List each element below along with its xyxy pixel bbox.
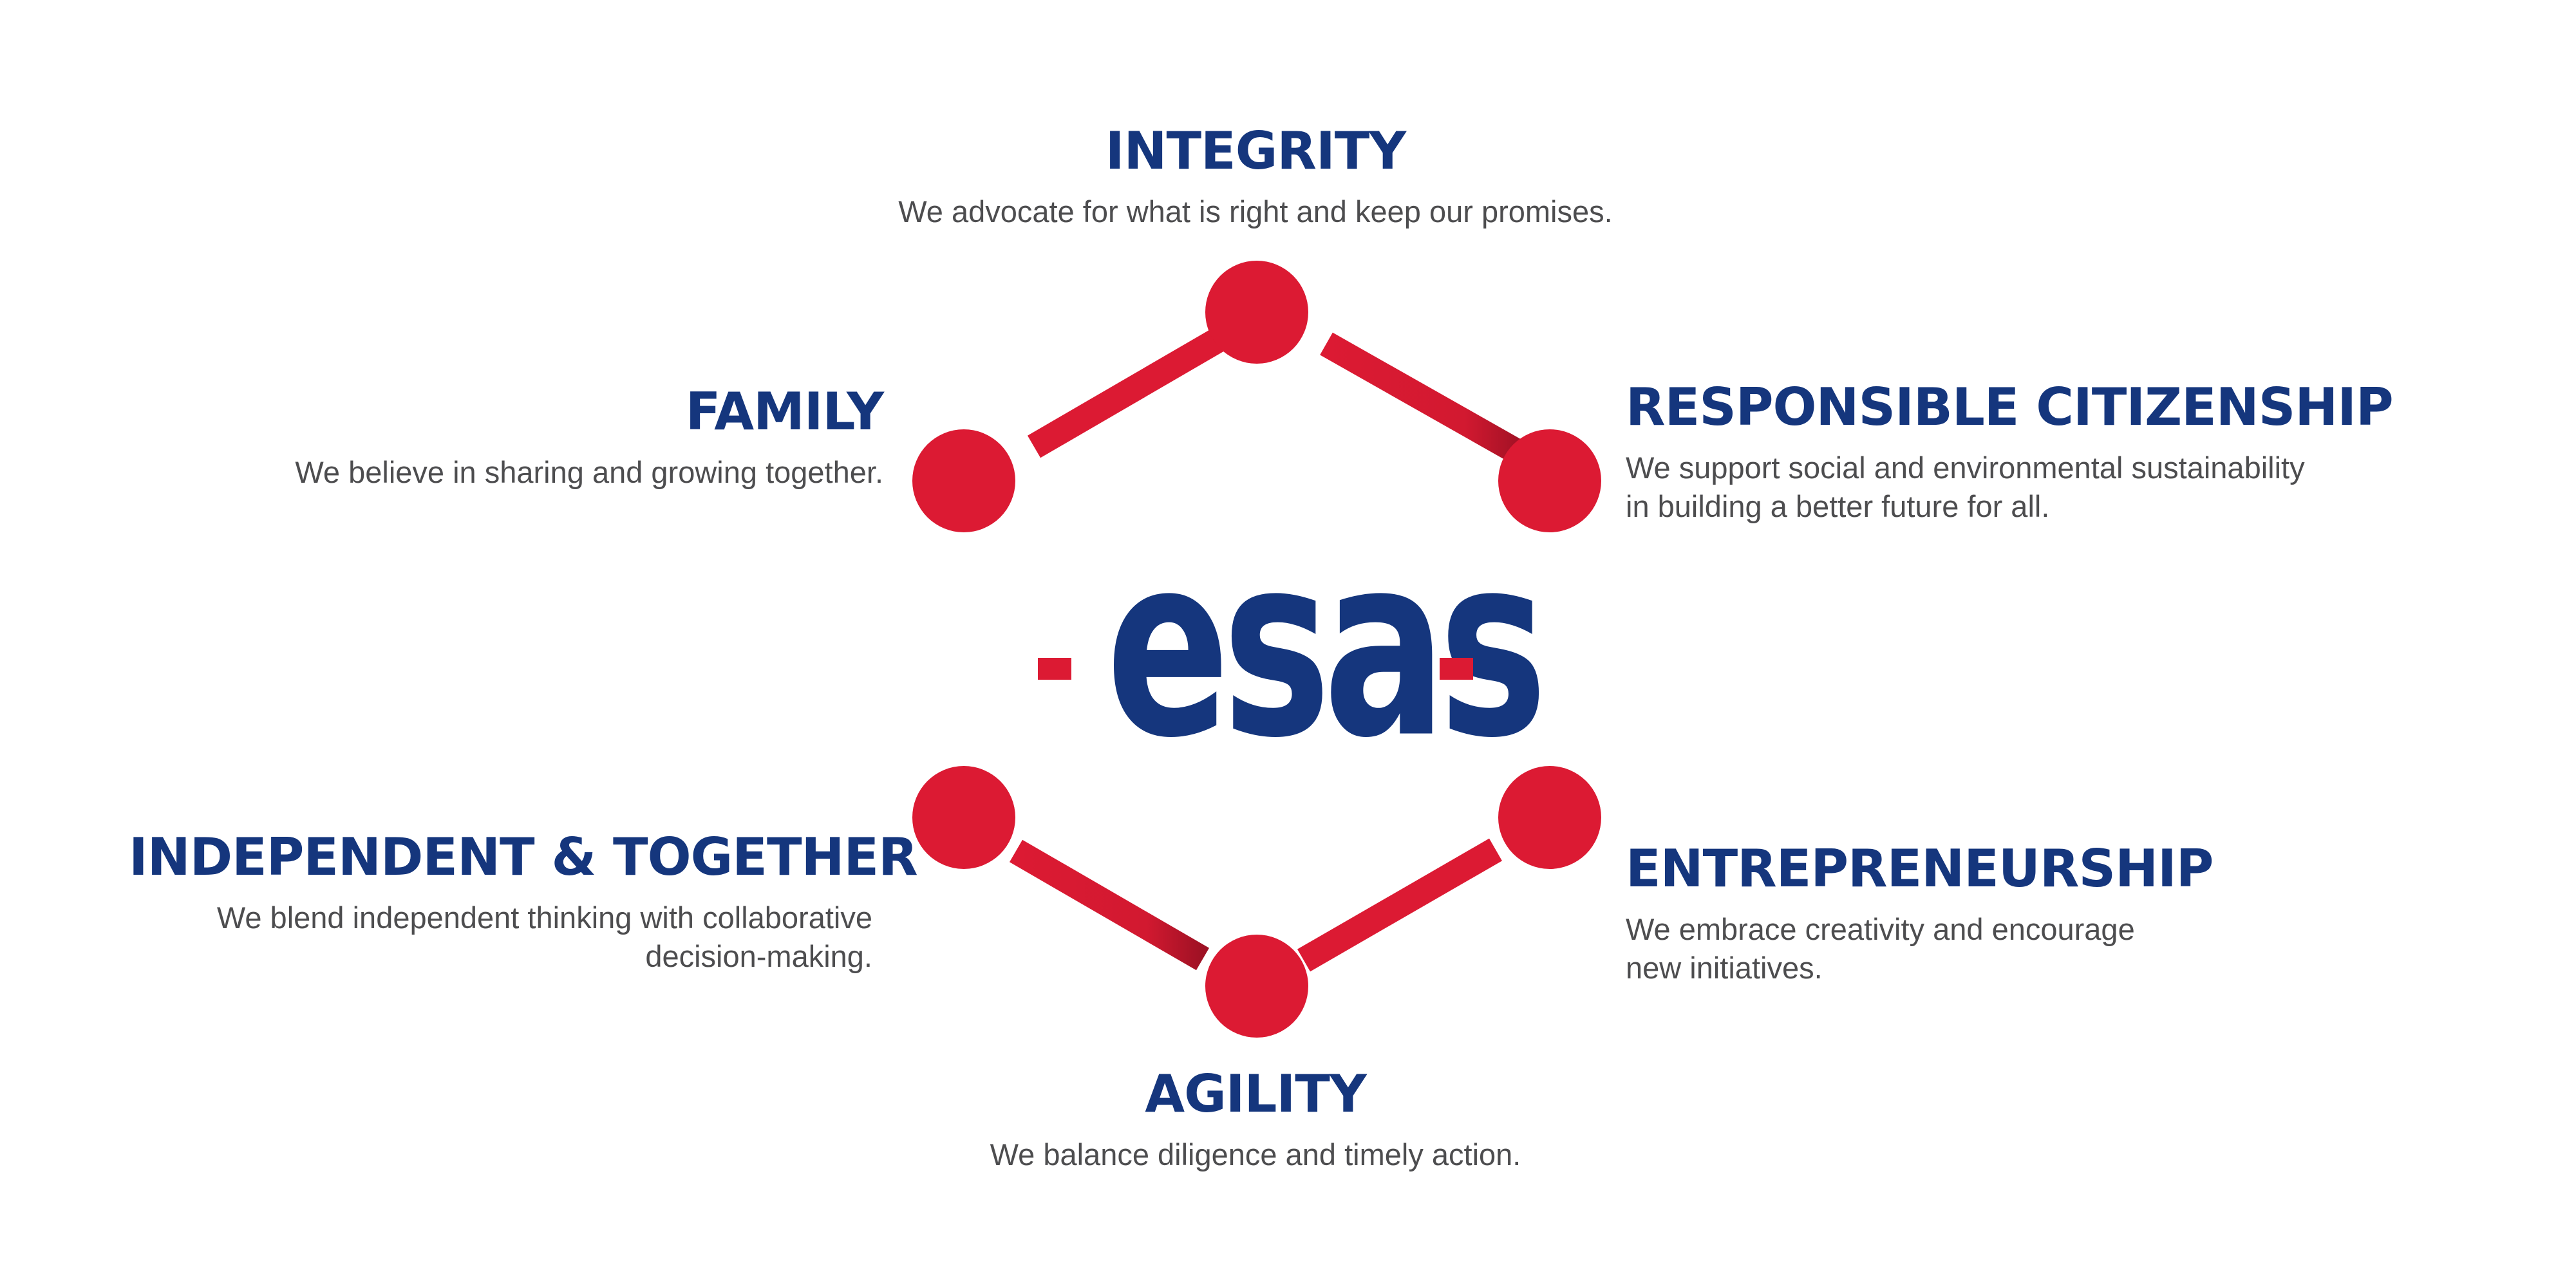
description-line-1: We embrace creativity and encourage — [1626, 912, 2135, 946]
atom-lower-right — [1498, 766, 1601, 869]
bond-top-right — [1320, 332, 1530, 467]
value-title: AGILITY — [1145, 1064, 1367, 1124]
hexagon-bonds — [950, 324, 1565, 972]
value-agility: AGILITY We balance diligence and timely … — [805, 1069, 1706, 1174]
esas-logo: esas — [1030, 521, 1548, 772]
value-integrity: INTEGRITY We advocate for what is right … — [805, 126, 1706, 231]
atom-upper-right — [1498, 429, 1601, 532]
logo-dash-left — [1038, 658, 1071, 680]
logo-wordmark: esas — [1105, 501, 1548, 793]
value-entrepreneurship: ENTREPRENEURSHIP We embrace creativity a… — [1626, 843, 2366, 987]
hexagon-atoms — [912, 261, 1601, 1038]
logo-dash-right — [1440, 658, 1473, 680]
value-title: INDEPENDENT & TOGETHER — [129, 827, 918, 887]
value-description: We believe in sharing and growing togeth… — [295, 455, 883, 489]
atom-upper-left — [912, 429, 1015, 532]
bond-top-left — [1027, 324, 1232, 458]
value-title: ENTREPRENEURSHIP — [1626, 839, 2214, 899]
value-description: We advocate for what is right and keep o… — [898, 194, 1613, 229]
atom-lower-left — [912, 766, 1015, 869]
value-responsible-citizenship: RESPONSIBLE CITIZENSHIP We support socia… — [1626, 382, 2430, 526]
description-line-2: in building a better future for all. — [1626, 489, 2050, 524]
description-line-2: new initiatives. — [1626, 951, 1823, 985]
value-title: RESPONSIBLE CITIZENSHIP — [1626, 377, 2394, 437]
value-description: We embrace creativity and encourage new … — [1626, 910, 2366, 987]
bond-bottom-right — [1297, 838, 1502, 972]
value-family: FAMILY We believe in sharing and growing… — [225, 382, 884, 492]
value-description: We balance diligence and timely action. — [990, 1137, 1521, 1171]
atom-bottom — [1205, 935, 1308, 1038]
description-line-1: We support social and environmental sust… — [1626, 451, 2305, 485]
atom-top — [1205, 261, 1308, 364]
value-title: INTEGRITY — [1105, 121, 1406, 181]
value-description: We support social and environmental sust… — [1626, 449, 2430, 526]
value-description: We blend independent thinking with colla… — [129, 899, 872, 976]
bond-bottom-left — [1009, 839, 1210, 971]
value-independent-together: INDEPENDENT & TOGETHER We blend independ… — [129, 827, 918, 976]
description-line-2: decision-making. — [645, 939, 872, 974]
description-line-1: We blend independent thinking with colla… — [216, 901, 872, 935]
value-title: FAMILY — [685, 382, 884, 442]
